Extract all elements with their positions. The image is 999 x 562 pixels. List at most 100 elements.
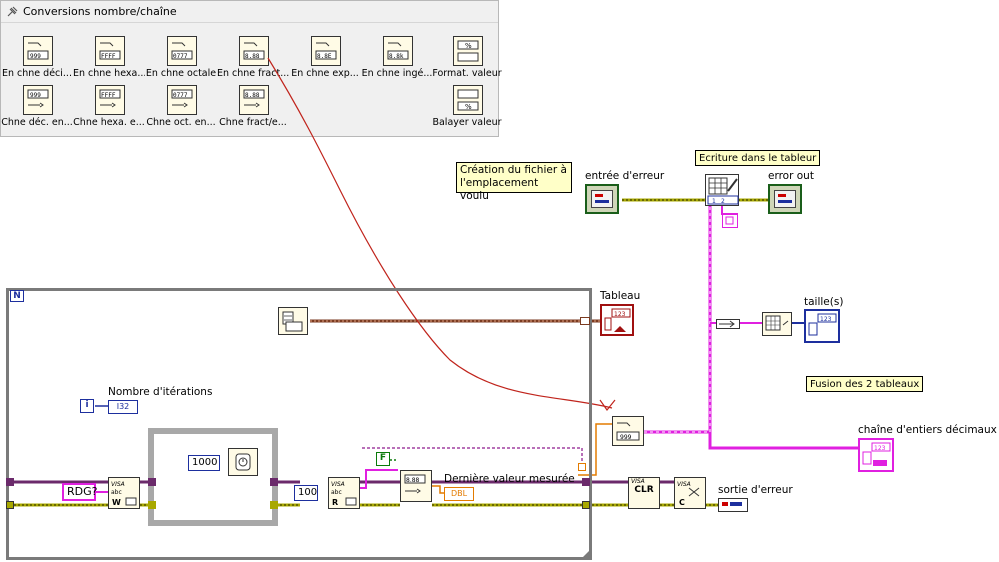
- error-tunnel-right[interactable]: [582, 501, 590, 509]
- palette-item-label: En chne exp...: [291, 68, 359, 79]
- dbl-tunnel[interactable]: [578, 463, 586, 471]
- path-constant[interactable]: [722, 214, 738, 228]
- string-array-wire: [644, 198, 712, 434]
- fract-string-to-number-node[interactable]: 8.88: [400, 470, 432, 502]
- palette-item-hex-string-to-number[interactable]: FFFF Chne hexa. e...: [73, 85, 145, 131]
- visa-clear-text: CLR: [634, 485, 654, 495]
- pin-icon[interactable]: [6, 6, 18, 18]
- number-to-hex-string-icon: FFFF: [95, 36, 125, 66]
- palette-item-number-to-exponential-string[interactable]: 8.8E En chne exp...: [289, 36, 361, 82]
- palette-item-decimal-string-to-number[interactable]: 999 Chne déc. en...: [1, 85, 73, 131]
- svg-text:8.8E: 8.8E: [317, 53, 332, 60]
- visa-clear-node[interactable]: VISA CLR: [628, 477, 660, 509]
- palette-item-scan-value[interactable]: % Balayer valeur: [431, 85, 503, 131]
- tableau-indicator[interactable]: 123: [600, 304, 634, 336]
- error-in-control[interactable]: [585, 184, 619, 214]
- svg-text:FFFF: FFFF: [101, 53, 116, 60]
- chaine-entiers-indicator[interactable]: 123: [858, 438, 894, 472]
- svg-text:2: 2: [721, 198, 725, 205]
- palette-item-label: Chne hexa. e...: [73, 117, 145, 128]
- wait-ms-node[interactable]: [228, 448, 258, 476]
- label-entree-erreur: entrée d'erreur: [585, 170, 665, 182]
- palette-item-fract-exp-string-to-number[interactable]: 8.88 Chne fract/e...: [217, 85, 289, 131]
- visa-close-node[interactable]: VISA C: [674, 477, 706, 509]
- svg-text:999: 999: [620, 434, 632, 441]
- index-array-node[interactable]: [716, 319, 740, 329]
- build-array-node[interactable]: [278, 307, 308, 335]
- palette-title-text: Conversions nombre/chaîne: [23, 5, 177, 18]
- array-tunnel[interactable]: [580, 317, 590, 325]
- label-tableau: Tableau: [600, 290, 641, 302]
- note-creation-fichier: Création du fichier à l'emplacement voul…: [456, 162, 572, 202]
- error-out-indicator[interactable]: [768, 184, 802, 214]
- command-string-constant[interactable]: RDG?: [62, 483, 97, 501]
- palette-item-label: Chne oct. en...: [146, 117, 216, 128]
- note-text: Création du fichier à l'emplacement voul…: [460, 164, 567, 202]
- label-taille: taille(s): [804, 296, 844, 308]
- svg-text:8.8k: 8.8k: [389, 53, 404, 60]
- for-loop[interactable]: [6, 288, 592, 560]
- palette-item-format-value[interactable]: % Format. valeur: [431, 36, 503, 82]
- svg-text:1: 1: [712, 198, 716, 205]
- iterations-indicator[interactable]: I32: [108, 400, 138, 414]
- palette-item-label: En chne octale: [145, 68, 217, 79]
- file-path-icon: [725, 216, 734, 225]
- iteration-terminal[interactable]: i: [80, 399, 94, 413]
- svg-text:R: R: [332, 498, 338, 507]
- svg-text:0777: 0777: [173, 53, 188, 60]
- svg-text:VISA: VISA: [677, 481, 691, 488]
- palette-item-number-to-decimal-string[interactable]: 999 En chne déci...: [1, 36, 73, 82]
- svg-text:C: C: [679, 498, 685, 507]
- octal-string-to-number-icon: 0777: [167, 85, 197, 115]
- palette-item-number-to-fractional-string[interactable]: 8.88 En chne fract...: [217, 36, 289, 82]
- svg-text:%: %: [465, 42, 472, 50]
- svg-text:0777: 0777: [173, 92, 188, 99]
- derniere-valeur-indicator[interactable]: DBL: [444, 487, 474, 501]
- palette-item-label: Balayer valeur: [432, 117, 502, 128]
- build-array-icon: [282, 311, 303, 332]
- sequence-frame[interactable]: [148, 428, 278, 526]
- palette-item-number-to-hex-string[interactable]: FFFF En chne hexa...: [73, 36, 145, 82]
- visa-tunnel-left[interactable]: [6, 478, 14, 486]
- visa-close-icon: VISA C: [677, 481, 700, 507]
- seq-tunnel-visa-left: [148, 478, 156, 486]
- seq-tunnel-err-right: [270, 501, 278, 509]
- loop-resize-handle[interactable]: [582, 548, 592, 558]
- palette-item-octal-string-to-number[interactable]: 0777 Chne oct. en...: [145, 85, 217, 131]
- false-constant[interactable]: F: [376, 452, 390, 466]
- palette-item-number-to-octal-string[interactable]: 0777 En chne octale: [145, 36, 217, 82]
- error-cluster-icon: [722, 502, 742, 506]
- svg-text:8.88: 8.88: [406, 477, 420, 484]
- taille-indicator[interactable]: 123: [804, 309, 840, 343]
- number-to-fractional-string-icon: 8.88: [239, 36, 269, 66]
- array-size-node[interactable]: [762, 312, 792, 336]
- read-count-constant[interactable]: 100: [294, 485, 318, 501]
- label-ecriture-tableur: Ecriture dans le tableur: [695, 150, 821, 166]
- palette-item-label: Format. valeur: [432, 68, 502, 79]
- error-tunnel-left[interactable]: [6, 501, 14, 509]
- label-sortie-erreur: sortie d'erreur: [718, 484, 793, 496]
- label-chaine-entiers: chaîne d'entiers décimaux: [858, 424, 997, 436]
- svg-text:999: 999: [30, 92, 41, 99]
- palette-item-label: En chne hexa...: [73, 68, 145, 79]
- svg-text:123: 123: [874, 445, 886, 452]
- note-fusion: Fusion des 2 tableaux: [806, 376, 924, 392]
- number-to-decimal-string-node[interactable]: 999: [612, 416, 644, 446]
- visa-tunnel-right[interactable]: [582, 478, 590, 486]
- array-indicator-icon: 123: [604, 308, 631, 332]
- palette-item-number-to-engineering-string[interactable]: 8.8k En chne ingé...: [361, 36, 433, 82]
- wait-ms-constant[interactable]: 1000: [188, 455, 220, 471]
- format-value-icon: %: [453, 36, 483, 66]
- svg-text:abc: abc: [331, 489, 342, 496]
- svg-text:123: 123: [820, 316, 832, 323]
- loop-count-terminal[interactable]: N: [10, 290, 24, 302]
- label-derniere-valeur: Dernière valeur mesurée: [444, 473, 575, 485]
- functions-palette: Conversions nombre/chaîne 999 En chne dé…: [0, 0, 502, 137]
- sortie-erreur-indicator[interactable]: [718, 498, 748, 512]
- seq-tunnel-visa-right: [270, 478, 278, 486]
